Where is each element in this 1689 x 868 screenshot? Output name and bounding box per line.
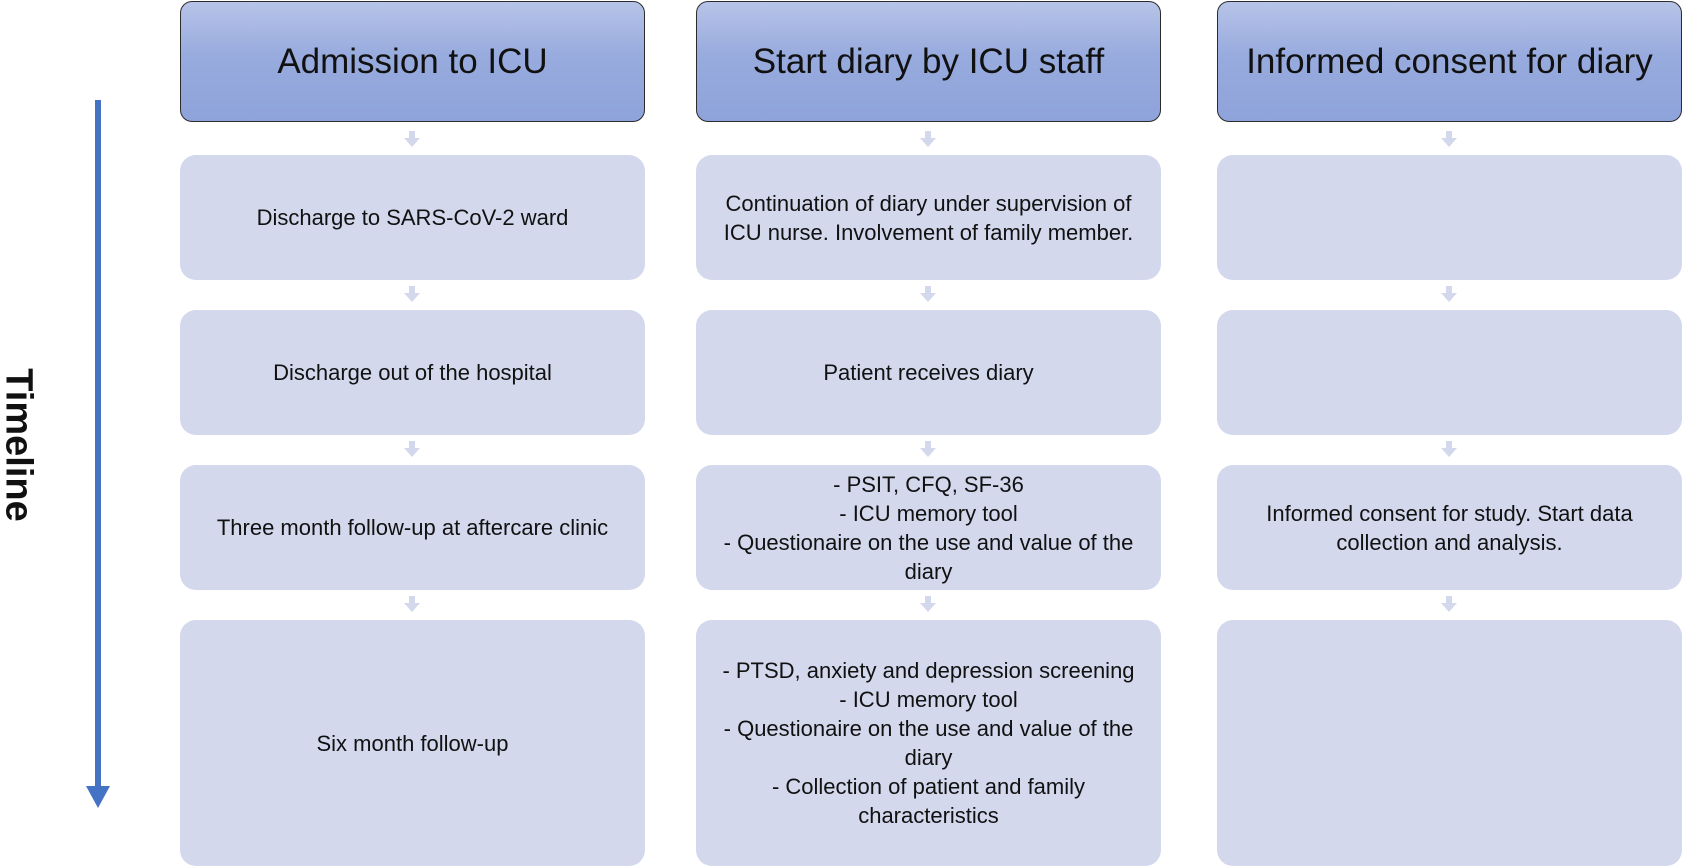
column-3-step-3: Informed consent for study. Start data c… bbox=[1217, 465, 1682, 590]
down-arrow-icon bbox=[1441, 286, 1457, 302]
column-2-header: Start diary by ICU staff bbox=[696, 1, 1161, 122]
column-2-step-2: Patient receives diary bbox=[696, 310, 1161, 435]
down-arrow-icon bbox=[404, 286, 420, 302]
column-1-header: Admission to ICU bbox=[180, 1, 645, 122]
timeline-arrow-line bbox=[95, 100, 101, 788]
column-3-step-4 bbox=[1217, 620, 1682, 866]
down-arrow-icon bbox=[404, 441, 420, 457]
down-arrow-icon bbox=[404, 596, 420, 612]
column-3-header: Informed consent for diary bbox=[1217, 1, 1682, 122]
down-arrow-icon bbox=[1441, 441, 1457, 457]
down-arrow-icon bbox=[404, 131, 420, 147]
down-arrow-icon bbox=[920, 596, 936, 612]
column-2-step-1: Continuation of diary under supervision … bbox=[696, 155, 1161, 280]
column-3-step-1 bbox=[1217, 155, 1682, 280]
column-2-step-4: - PTSD, anxiety and depression screening… bbox=[696, 620, 1161, 866]
timeline-label: Timeline bbox=[0, 368, 40, 522]
column-1-step-3: Three month follow-up at aftercare clini… bbox=[180, 465, 645, 590]
column-1-step-1: Discharge to SARS-CoV-2 ward bbox=[180, 155, 645, 280]
down-arrow-icon bbox=[920, 131, 936, 147]
timeline-arrow-head bbox=[86, 786, 110, 808]
down-arrow-icon bbox=[920, 286, 936, 302]
column-1-step-4: Six month follow-up bbox=[180, 620, 645, 866]
column-1-step-2: Discharge out of the hospital bbox=[180, 310, 645, 435]
down-arrow-icon bbox=[1441, 131, 1457, 147]
column-3-step-2 bbox=[1217, 310, 1682, 435]
column-2-step-3: - PSIT, CFQ, SF-36 - ICU memory tool - Q… bbox=[696, 465, 1161, 590]
down-arrow-icon bbox=[920, 441, 936, 457]
down-arrow-icon bbox=[1441, 596, 1457, 612]
